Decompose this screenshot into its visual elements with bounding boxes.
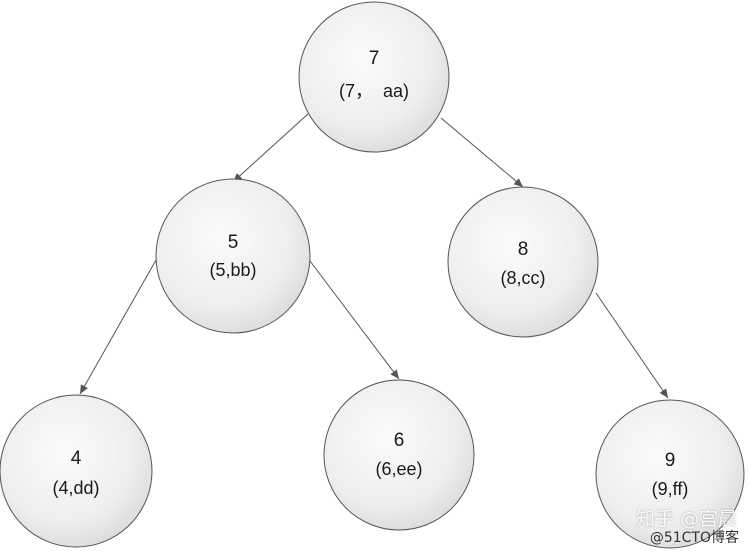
node-key-label: 7	[369, 48, 380, 69]
zhihu-watermark: 知乎 @宫晨	[635, 508, 737, 530]
node-circle	[447, 186, 599, 338]
node-circle	[155, 178, 311, 334]
node-pair-label: (6,ee)	[375, 459, 422, 479]
node-circle	[595, 399, 745, 549]
tree-node-5: 5 (5,bb)	[155, 178, 311, 334]
node-key-label: 9	[665, 450, 676, 471]
edge-7-to-8	[440, 117, 524, 188]
node-pair-label: (5,bb)	[209, 260, 256, 280]
edge-5-to-6	[306, 256, 400, 380]
edge-8-to-9	[595, 292, 669, 399]
edge-5-to-4	[79, 259, 157, 395]
node-circle	[323, 379, 475, 531]
node-pair-label: (8,cc)	[501, 268, 546, 288]
51cto-watermark: @51CTO博客	[649, 530, 739, 546]
edge-7-to-5	[232, 113, 309, 183]
tree-node-6: 6 (6,ee)	[323, 379, 475, 531]
node-key-label: 8	[518, 239, 529, 260]
node-key-label: 6	[394, 430, 405, 451]
tree-node-7: 7 (7， aa)	[298, 1, 450, 153]
node-pair-label: (7， aa)	[339, 81, 409, 101]
node-pair-label: (4,dd)	[52, 478, 99, 498]
tree-node-9: 9 (9,ff)	[595, 399, 745, 549]
node-pair-label: (9,ff)	[652, 479, 689, 499]
node-key-label: 5	[228, 232, 239, 253]
node-key-label: 4	[71, 448, 82, 469]
node-circle	[0, 394, 153, 548]
tree-edges	[79, 113, 669, 399]
tree-node-8: 8 (8,cc)	[447, 186, 599, 338]
node-circle	[298, 1, 450, 153]
tree-node-4: 4 (4,dd)	[0, 394, 153, 548]
